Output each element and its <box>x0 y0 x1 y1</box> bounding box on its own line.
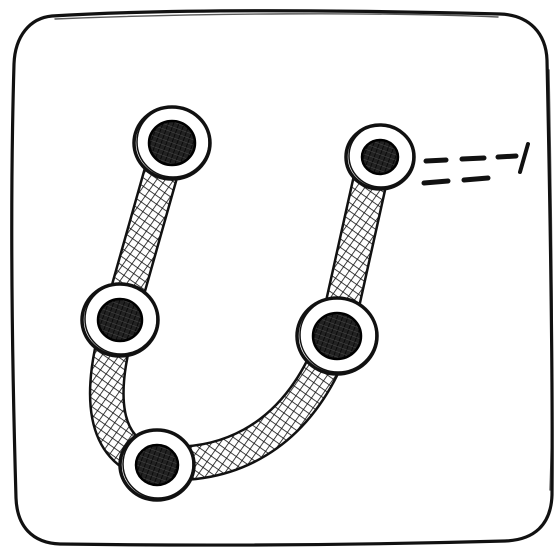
frame-border <box>12 11 552 545</box>
top-right-node <box>346 125 414 189</box>
middle-left-node <box>82 284 158 356</box>
middle-right-node <box>297 298 377 374</box>
top-left-node <box>134 107 210 179</box>
dashed-extension <box>424 144 528 183</box>
bottom-node <box>120 430 194 500</box>
